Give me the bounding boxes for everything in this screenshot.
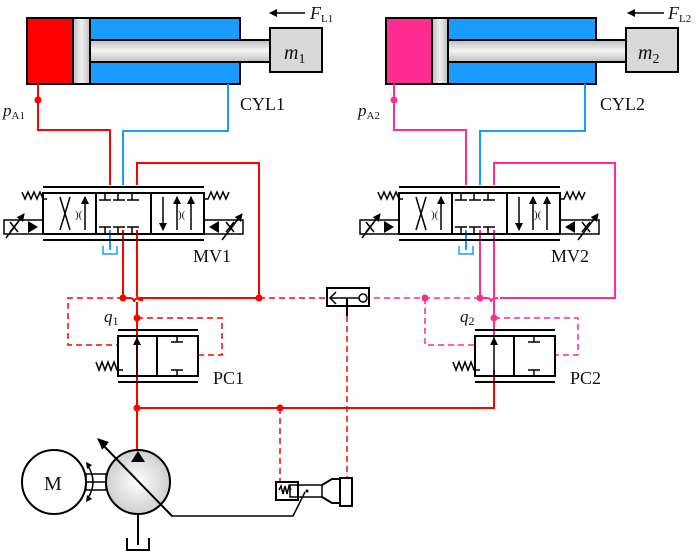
cylinder-2-head-chamber: [385, 17, 433, 85]
mass-2-label: m2: [638, 42, 659, 67]
mass-2-block: [625, 27, 679, 73]
mv2-hop: [480, 297, 499, 303]
mv2-throttle-right-icon: )(: [534, 209, 542, 221]
cylinder-1-label: CYL1: [240, 94, 285, 114]
cylinder-2-label: CYL2: [600, 94, 645, 114]
pump-variable-arrow-icon: [99, 441, 173, 517]
regulator-spool: [289, 484, 323, 498]
mv1-tank-icon: [102, 246, 118, 255]
circuit-2-lines: [368, 84, 616, 356]
mass-1-block: [269, 27, 323, 73]
cylinder-2-piston: [431, 17, 449, 85]
pc2-pilot-right: [494, 317, 579, 356]
mv1-right-solenoid-icon: [203, 219, 244, 235]
pc1-pilot-right: [137, 317, 223, 356]
pressure-a1-tap: [34, 96, 42, 104]
mv2-throttle-left-icon: )(: [431, 209, 439, 221]
flow-q2-label: q2: [460, 307, 475, 328]
pressure-a2-tap: [390, 96, 398, 104]
mv1-throttle-right-icon: )(: [178, 209, 186, 221]
cylinder-2: m2 FL2 CYL2 pA2: [357, 3, 691, 122]
pump-regulator: [275, 477, 353, 507]
mass-1-label: m1: [284, 42, 305, 67]
mv1-hop: [123, 297, 142, 303]
regulator-cap: [339, 477, 353, 507]
cylinder-2-rod: [447, 39, 627, 63]
valve-mv1-label: MV1: [193, 246, 231, 266]
compensator-pc2-label: PC2: [570, 368, 601, 388]
flow-q1-label: q1: [104, 307, 119, 328]
circuit-1-lines: [34, 84, 495, 482]
mv1-supply-loop: [136, 162, 260, 298]
mv2-left-spring-icon: [377, 190, 403, 201]
cylinder-1-head-chamber: [26, 17, 74, 85]
pc2-pilot-loop: [424, 298, 475, 346]
rotation-arrow-icon: [87, 465, 94, 499]
regulator-spring-housing: [275, 481, 299, 501]
cylinder-1: m1 FL1 CYL1 pA1: [2, 3, 333, 122]
pc1-spring-icon: [95, 359, 123, 373]
mv1-right-spring-icon: [204, 190, 230, 201]
mv2-body: [398, 192, 561, 235]
shuttle-valve: [326, 287, 370, 316]
mv1-left-spring-icon: [21, 190, 47, 201]
cylinder-1-rod: [89, 39, 271, 63]
mv2-supply-loop: [493, 162, 616, 299]
valve-mv1: )( )( MV1: [3, 186, 244, 266]
cylinder-1-piston: [72, 17, 91, 85]
compensator-pc1: PC1 q1: [95, 307, 244, 388]
load-force-2-label: FL2: [667, 3, 691, 25]
load-force-1-label: FL1: [309, 3, 333, 25]
regulator-piston: [321, 478, 341, 504]
pump-control-linkage: [172, 491, 306, 517]
cyl2-rod-line: [479, 84, 586, 185]
mv2-tank-icon: [458, 246, 474, 255]
mv2-right-spring-icon: [560, 190, 586, 201]
pc2-spring-icon: [452, 359, 480, 373]
shuttle-valve-ball-icon: [358, 293, 368, 303]
motor-label: M: [44, 473, 62, 495]
cyl2-head-line: [393, 84, 467, 185]
mv1-body: [42, 192, 205, 235]
pump-outlet-triangle-icon: [131, 451, 145, 462]
cyl1-head-line: [37, 84, 111, 185]
mv1-throttle-left-icon: )(: [75, 209, 83, 221]
valve-mv2-label: MV2: [551, 246, 589, 266]
pressure-a1-label: pA1: [2, 101, 25, 122]
pump-tank-icon: [126, 538, 150, 551]
motor-pump-unit: M: [21, 438, 306, 551]
compensator-pc1-label: PC1: [213, 368, 244, 388]
compensator-pc2: PC2 q2: [452, 307, 601, 388]
regulator-spring-icon: [278, 483, 292, 495]
cyl1-rod-line: [122, 84, 229, 185]
mv2-right-solenoid-icon: [559, 219, 600, 235]
valve-mv2: )( )( MV2: [359, 186, 600, 266]
pressure-a2-label: pA2: [357, 101, 380, 122]
